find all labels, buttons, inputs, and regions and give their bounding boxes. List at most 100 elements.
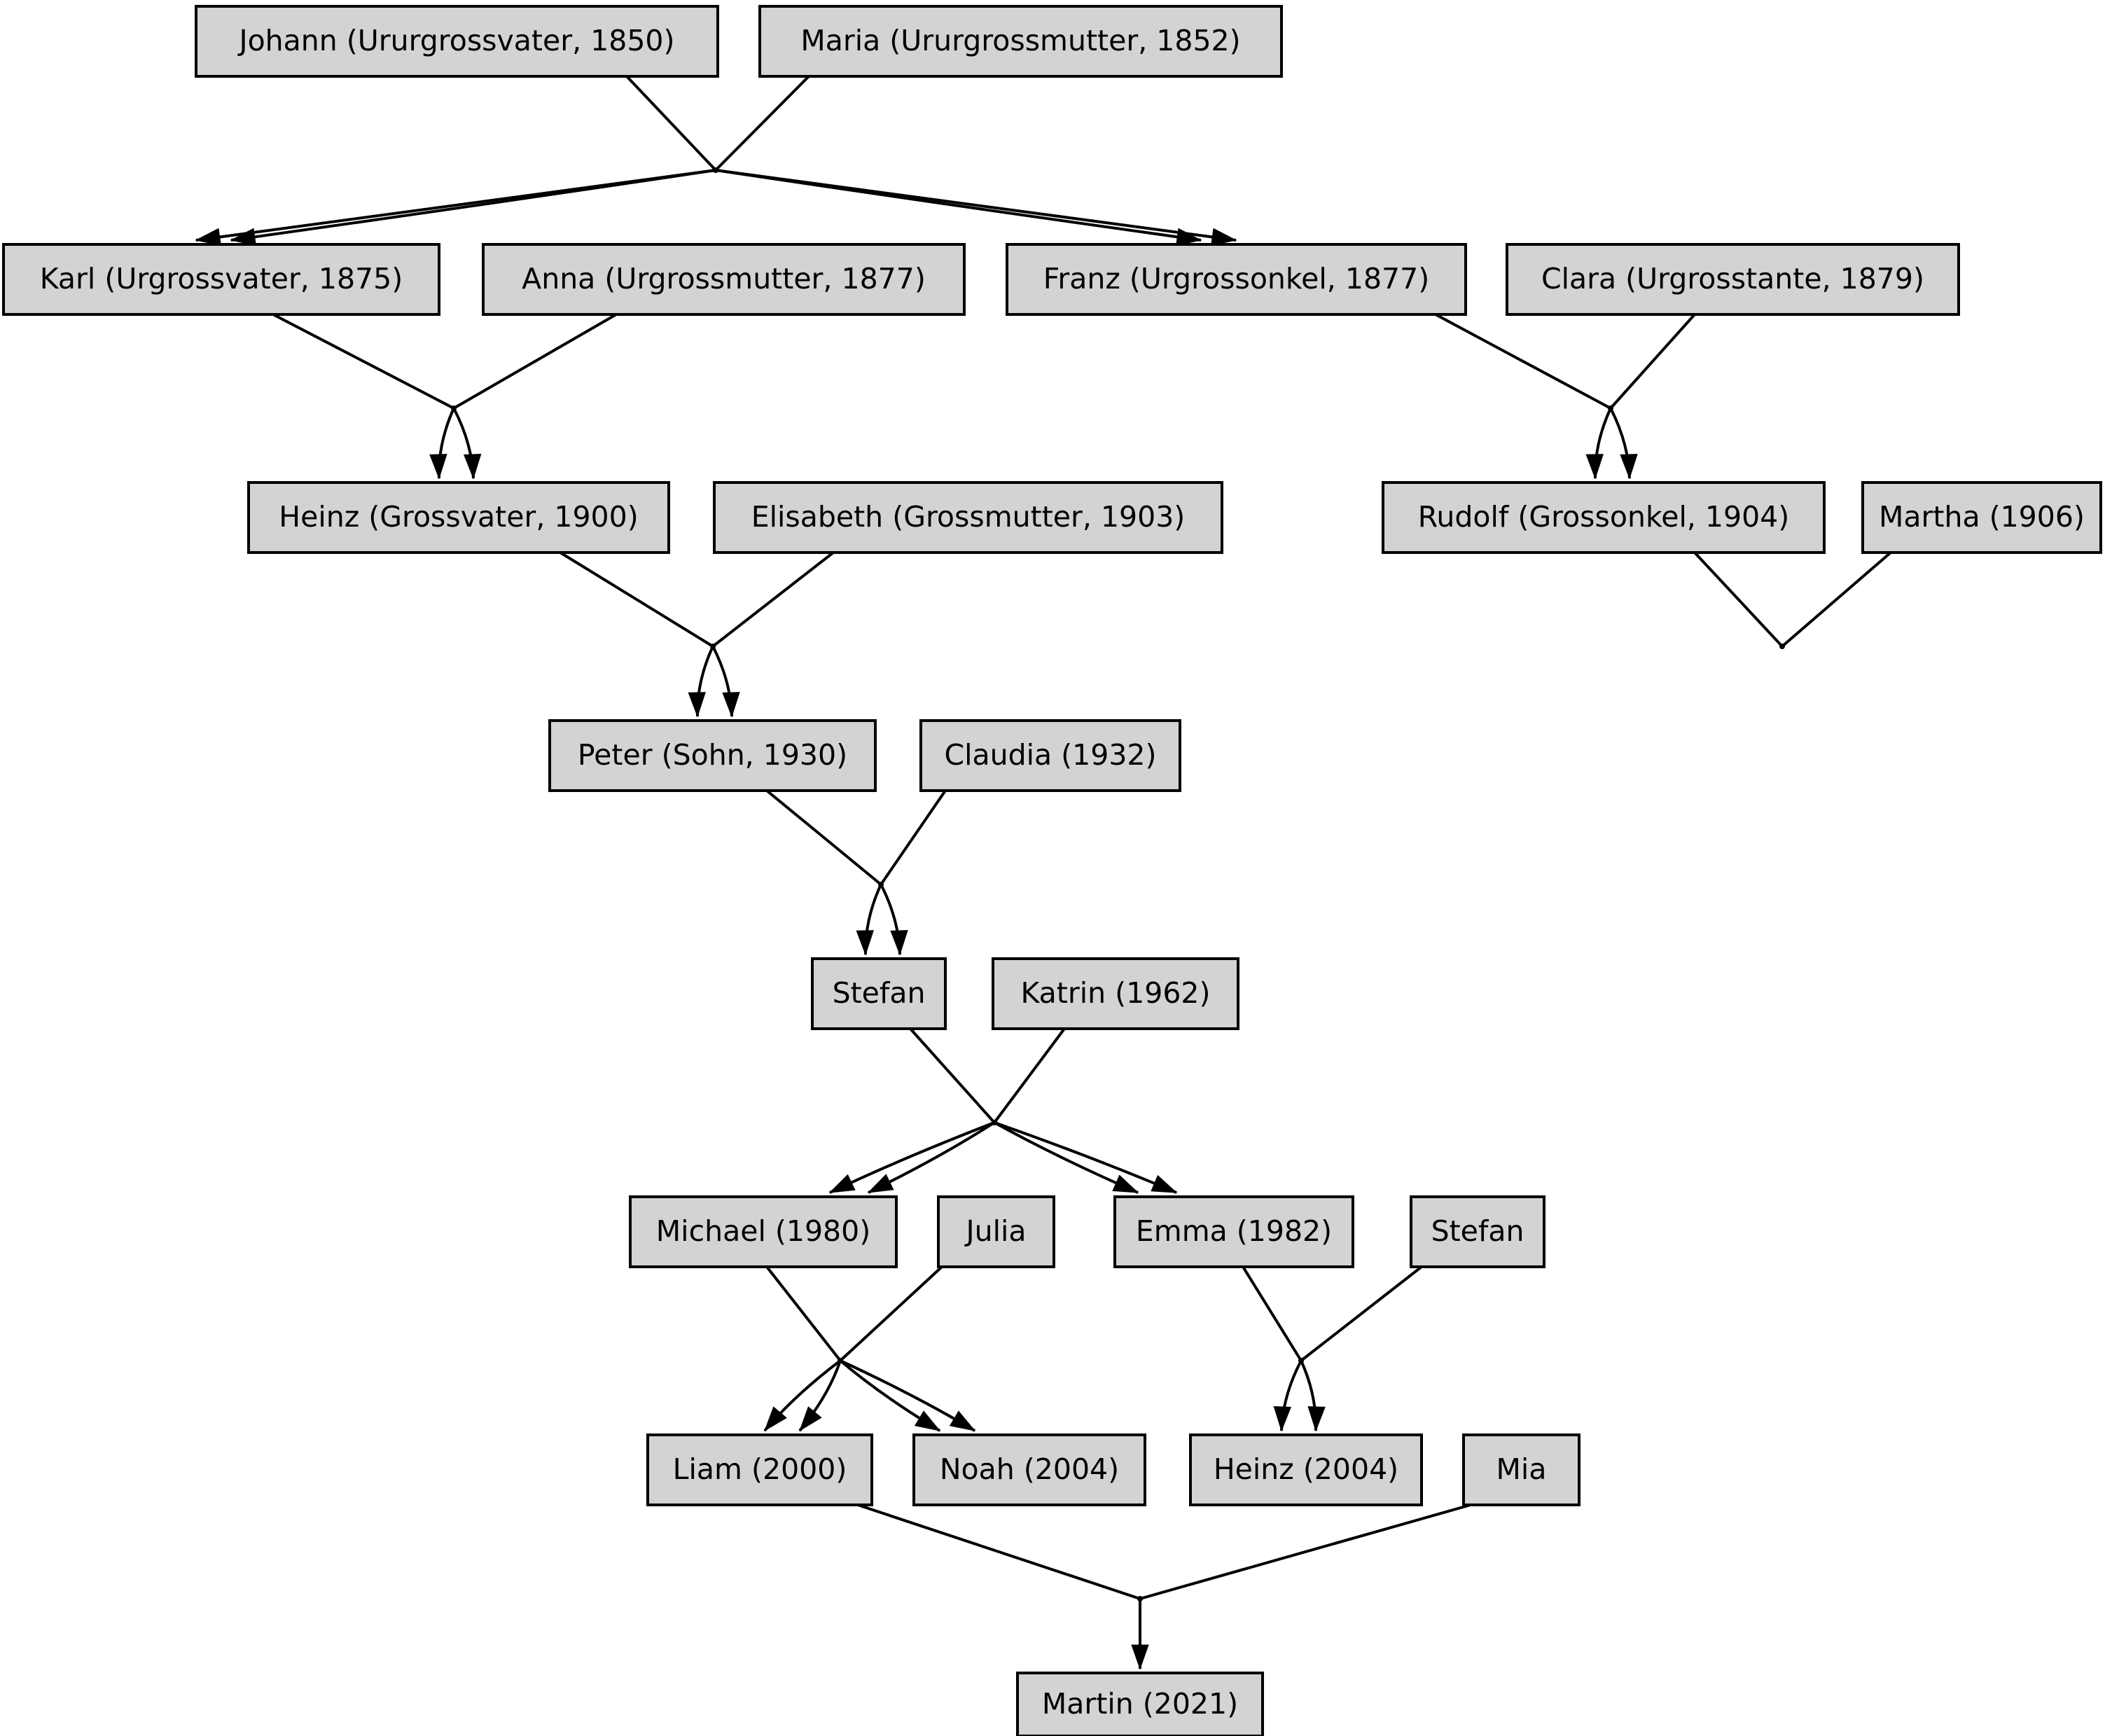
node-label-martin: Martin (2021) (1042, 1687, 1238, 1721)
node-label-julia: Julia (964, 1214, 1027, 1248)
node-liam[interactable]: Liam (2000) (646, 1433, 873, 1506)
node-box-elisabeth[interactable] (713, 481, 1223, 554)
edge-katrin-to-j7 (993, 1027, 1066, 1124)
node-box-julia[interactable] (937, 1195, 1055, 1268)
arrowhead-j1-to-karl (195, 228, 221, 246)
edge-heinz_gv-to-j4 (559, 551, 714, 648)
arrowhead-j2-to-heinz_gv (463, 454, 482, 480)
node-clara[interactable]: Clara (Urgrosstante, 1879) (1506, 243, 1960, 316)
node-label-peter: Peter (Sohn, 1930) (578, 738, 847, 772)
node-label-anna: Anna (Urgrossmutter, 1877) (522, 262, 926, 296)
edges-layer (195, 75, 1892, 1670)
node-label-mia: Mia (1496, 1452, 1547, 1486)
nodes-layer: Johann (Ururgrossvater, 1850) Maria (Urur… (2, 5, 2102, 1736)
node-box-martin[interactable] (1016, 1672, 1264, 1736)
node-label-noah: Noah (2004) (940, 1452, 1119, 1486)
edge-emma-to-j9 (1242, 1265, 1302, 1362)
node-martin[interactable]: Martin (2021) (1016, 1672, 1264, 1736)
node-box-peter[interactable] (548, 719, 877, 792)
node-box-franz[interactable] (1006, 243, 1467, 316)
edge-julia-to-j8 (839, 1265, 943, 1362)
node-box-martha[interactable] (1861, 481, 2102, 554)
arrowhead-j10-to-martin (1131, 1644, 1149, 1670)
arrowhead-j1-to-karl (230, 228, 256, 246)
node-label-heinz_k: Heinz (2004) (1214, 1452, 1398, 1486)
node-label-clara: Clara (Urgrosstante, 1879) (1541, 262, 1924, 296)
node-karl[interactable]: Karl (Urgrossvater, 1875) (2, 243, 440, 316)
node-label-stefan_b: Stefan (1431, 1214, 1524, 1248)
node-johann[interactable]: Johann (Ururgrossvater, 1850) (195, 5, 719, 78)
node-box-mia[interactable] (1462, 1433, 1581, 1506)
node-box-liam[interactable] (646, 1433, 873, 1506)
node-label-martha: Martha (1906) (1879, 500, 2085, 534)
edge-elisabeth-to-j4 (711, 551, 835, 648)
arrowhead-j8-to-liam (799, 1406, 822, 1432)
node-claudia[interactable]: Claudia (1932) (919, 719, 1181, 792)
node-box-heinz_gv[interactable] (247, 481, 670, 554)
node-label-stefan_a: Stefan (833, 976, 926, 1010)
node-box-claudia[interactable] (919, 719, 1181, 792)
node-rudolf[interactable]: Rudolf (Grossonkel, 1904) (1382, 481, 1826, 554)
node-heinz_k[interactable]: Heinz (2004) (1189, 1433, 1423, 1506)
arrowhead-j2-to-heinz_gv (429, 454, 447, 480)
edge-michael-to-j8 (765, 1265, 842, 1362)
node-label-heinz_gv: Heinz (Grossvater, 1900) (279, 500, 638, 534)
node-box-clara[interactable] (1506, 243, 1960, 316)
node-label-elisabeth: Elisabeth (Grossmutter, 1903) (751, 500, 1186, 534)
node-box-anna[interactable] (482, 243, 966, 316)
node-julia[interactable]: Julia (937, 1195, 1055, 1268)
arrowhead-j7-to-michael (828, 1174, 856, 1193)
edge-claudia-to-j6 (880, 789, 947, 886)
arrowhead-j8-to-liam (764, 1406, 787, 1432)
node-box-katrin[interactable] (992, 957, 1239, 1030)
edge-j1-to-karl (230, 169, 716, 242)
node-label-johann: Johann (Ururgrossvater, 1850) (237, 24, 674, 57)
edge-rudolf-to-j5 (1693, 551, 1784, 648)
node-label-katrin: Katrin (1962) (1021, 976, 1211, 1010)
arrowhead-j9-to-heinz_k (1307, 1406, 1326, 1432)
arrowhead-j1-to-franz (1211, 228, 1237, 246)
arrowhead-j7-to-emma (1112, 1174, 1139, 1193)
node-heinz_gv[interactable]: Heinz (Grossvater, 1900) (247, 481, 670, 554)
arrowhead-j7-to-emma (1151, 1174, 1178, 1193)
node-box-noah[interactable] (912, 1433, 1146, 1506)
node-michael[interactable]: Michael (1980) (629, 1195, 898, 1268)
arrowhead-j8-to-noah (949, 1410, 976, 1431)
arrowhead-j9-to-heinz_k (1273, 1406, 1292, 1432)
node-box-rudolf[interactable] (1382, 481, 1826, 554)
arrowhead-j7-to-michael (867, 1174, 894, 1193)
edge-stefan_b-to-j9 (1300, 1265, 1423, 1362)
node-mia[interactable]: Mia (1462, 1433, 1581, 1506)
node-maria[interactable]: Maria (Ururgrossmutter, 1852) (758, 5, 1283, 78)
edge-liam-to-j10 (857, 1504, 1141, 1600)
node-anna[interactable]: Anna (Urgrossmutter, 1877) (482, 243, 966, 316)
arrowhead-j1-to-franz (1176, 228, 1202, 246)
edge-clara-to-j3 (1609, 313, 1696, 410)
edge-johann-to-j1 (625, 75, 717, 172)
node-box-emma[interactable] (1113, 1195, 1354, 1268)
node-emma[interactable]: Emma (1982) (1113, 1195, 1354, 1268)
junction-dot-j5 (1779, 644, 1785, 649)
node-stefan_b[interactable]: Stefan (1410, 1195, 1545, 1268)
node-box-michael[interactable] (629, 1195, 898, 1268)
node-noah[interactable]: Noah (2004) (912, 1433, 1146, 1506)
node-katrin[interactable]: Katrin (1962) (992, 957, 1239, 1030)
node-franz[interactable]: Franz (Urgrossonkel, 1877) (1006, 243, 1467, 316)
edge-j7-to-emma (994, 1121, 1177, 1194)
node-label-franz: Franz (Urgrossonkel, 1877) (1043, 262, 1429, 296)
node-box-maria[interactable] (758, 5, 1283, 78)
node-elisabeth[interactable]: Elisabeth (Grossmutter, 1903) (713, 481, 1223, 554)
edge-martha-to-j5 (1781, 551, 1892, 648)
node-martha[interactable]: Martha (1906) (1861, 481, 2102, 554)
node-label-maria: Maria (Ururgrossmutter, 1852) (800, 24, 1240, 57)
node-box-johann[interactable] (195, 5, 719, 78)
node-peter[interactable]: Peter (Sohn, 1930) (548, 719, 877, 792)
node-box-stefan_a[interactable] (811, 957, 947, 1030)
node-stefan_a[interactable]: Stefan (811, 957, 947, 1030)
arrowhead-j3-to-rudolf (1620, 454, 1638, 480)
node-box-stefan_b[interactable] (1410, 1195, 1545, 1268)
node-box-heinz_k[interactable] (1189, 1433, 1423, 1506)
node-box-karl[interactable] (2, 243, 440, 316)
